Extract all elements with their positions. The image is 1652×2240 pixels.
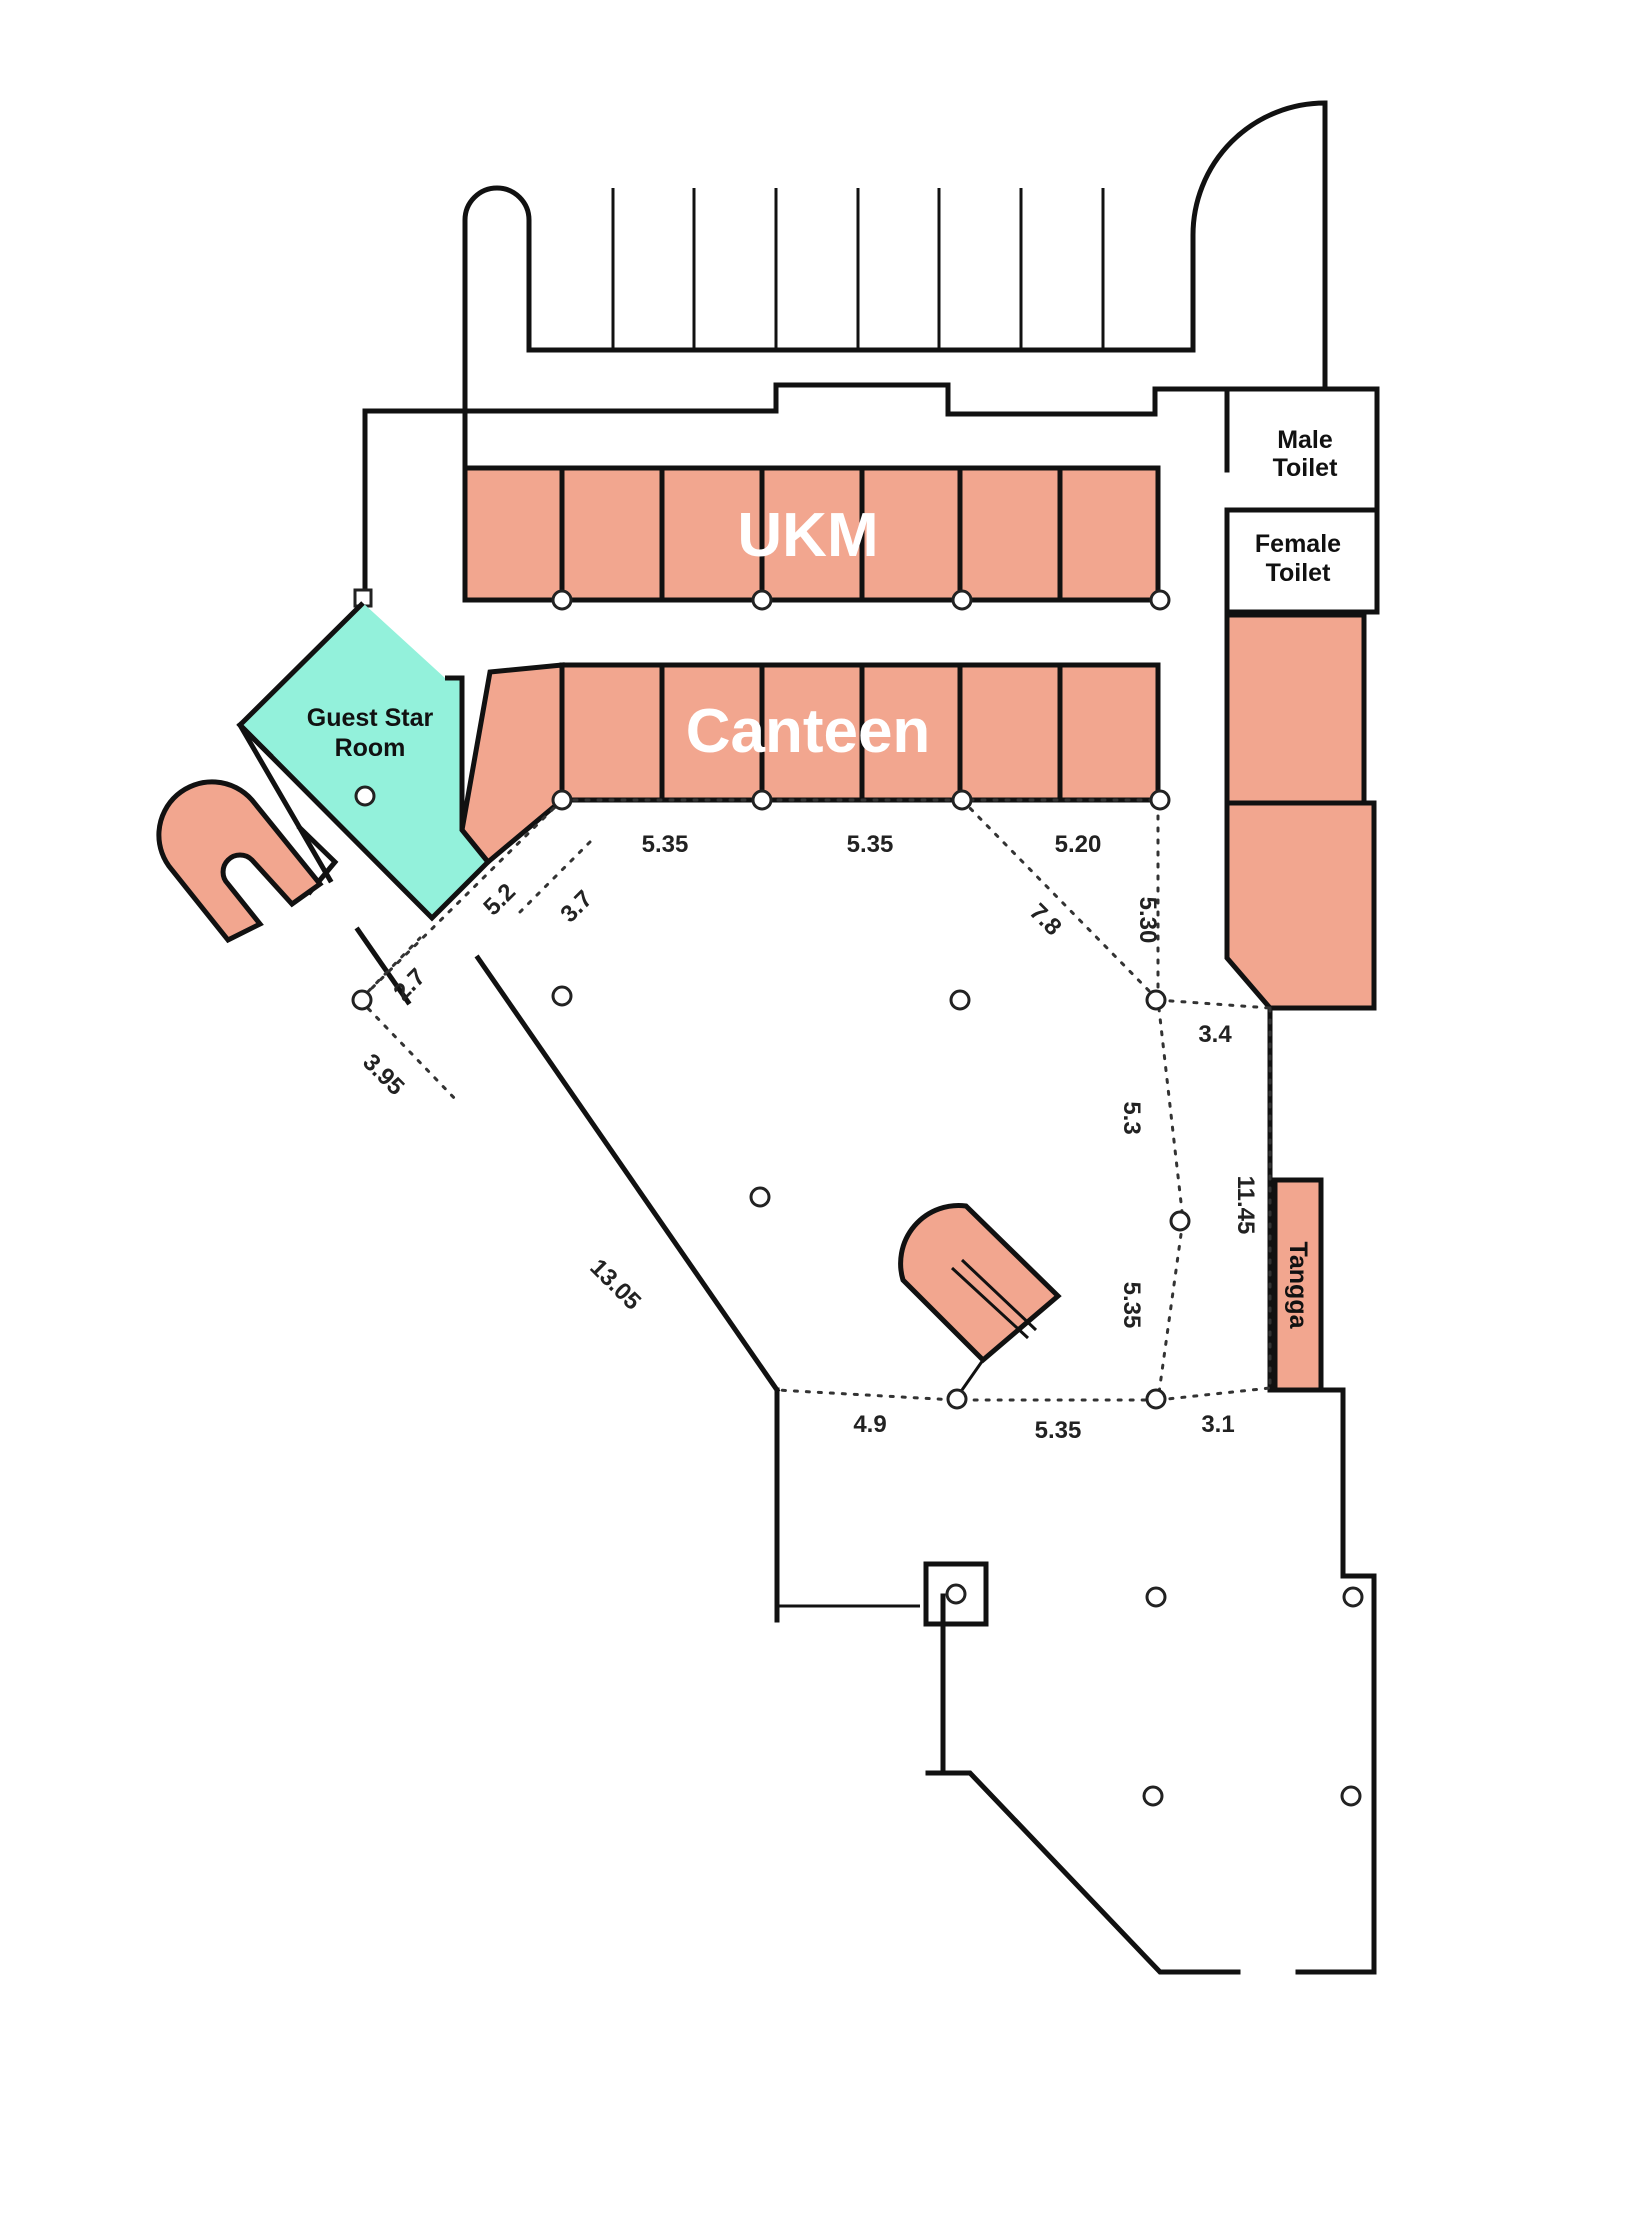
measure-top-2: 5.35 <box>847 831 894 858</box>
guest-star-room: Guest Star Room <box>236 587 492 922</box>
tangga-label: Tangga <box>1284 1241 1312 1329</box>
measurements: 5.35 5.35 5.20 5.2 3.7 2.7 3.95 7.8 5.30… <box>357 831 1259 1444</box>
measure-right-short: 3.4 <box>1198 1021 1232 1048</box>
measure-left-4: 3.95 <box>357 1049 409 1101</box>
canteen-stalls: Canteen <box>459 662 1161 866</box>
female-toilet-label-2: Toilet <box>1266 559 1331 587</box>
centre-curved-stall <box>898 1203 1062 1401</box>
measure-bottom-3: 3.1 <box>1201 1411 1234 1438</box>
ukm-stalls: UKM <box>462 465 1161 603</box>
guest-star-room-label-2: Room <box>335 734 406 762</box>
canteen-stall <box>559 662 665 803</box>
female-toilet-label-1: Female <box>1255 530 1341 558</box>
measure-diag-long: 13.05 <box>585 1254 647 1316</box>
measure-left-2: 3.7 <box>555 885 598 928</box>
measure-top-3: 5.20 <box>1055 831 1102 858</box>
measure-right-long: 11.45 <box>1232 1176 1259 1235</box>
toilets: Male Toilet Female Toilet <box>1255 426 1341 587</box>
ukm-stall <box>659 465 765 603</box>
measure-left-3: 2.7 <box>388 963 431 1006</box>
measure-top-1: 5.35 <box>642 831 689 858</box>
left-curved-stall <box>156 779 324 944</box>
male-toilet-label-1: Male <box>1277 426 1333 454</box>
canteen-stall <box>759 662 865 803</box>
event-boundary <box>358 798 1272 1402</box>
ukm-stall <box>462 465 565 603</box>
measure-left-1: 5.2 <box>478 878 521 921</box>
measure-right-upper: 5.30 <box>1134 897 1161 944</box>
pillars <box>351 589 1364 1807</box>
ukm-stall <box>1057 465 1161 603</box>
outer-walls <box>236 382 1380 1975</box>
ukm-stall <box>957 465 1063 603</box>
right-stalls <box>1224 612 1377 1011</box>
measure-bottom-1: 4.9 <box>853 1411 886 1438</box>
male-toilet-label-2: Toilet <box>1273 454 1338 482</box>
tangga-area <box>1272 1177 1324 1393</box>
guest-star-room-label-1: Guest Star <box>307 704 434 732</box>
canteen-stall <box>659 662 765 803</box>
measure-bottom-2: 5.35 <box>1035 1417 1082 1444</box>
right-stall-lower <box>1224 800 1377 1011</box>
canteen-label: Canteen <box>686 697 931 766</box>
canteen-stall <box>1057 662 1161 803</box>
canteen-stall <box>957 662 1063 803</box>
canteen-stall-corner <box>459 662 565 866</box>
measure-right-mid: 5.3 <box>1118 1101 1145 1134</box>
measure-right-lower: 5.35 <box>1118 1282 1145 1329</box>
tangga: Tangga <box>1272 1177 1324 1393</box>
ukm-stall <box>859 465 963 603</box>
parking-area <box>462 100 1328 473</box>
measure-diag-right: 7.8 <box>1024 898 1067 941</box>
ukm-stall <box>559 465 665 603</box>
right-stall-upper <box>1224 612 1367 806</box>
ukm-label: UKM <box>737 501 878 570</box>
